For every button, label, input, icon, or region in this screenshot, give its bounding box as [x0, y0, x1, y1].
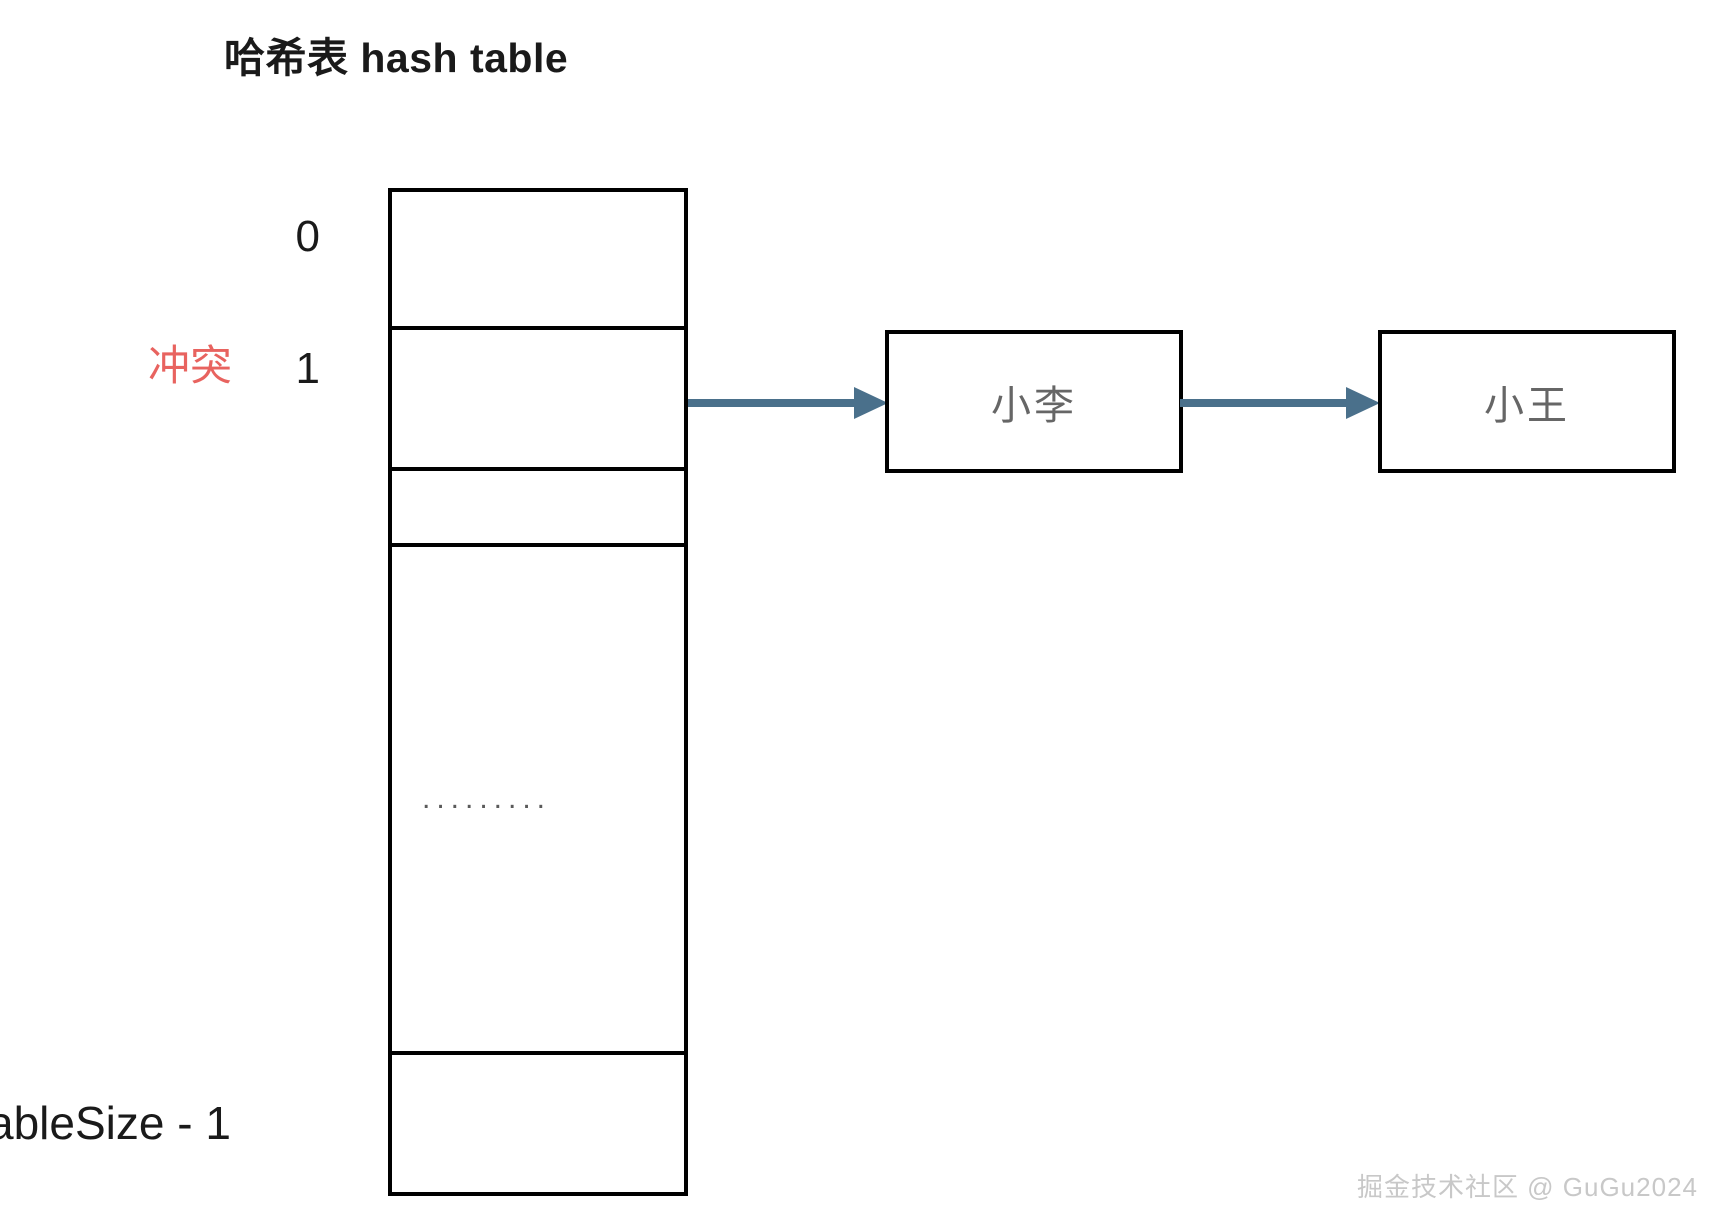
chain-node-1-label: 小王 [1484, 383, 1570, 428]
bucket-index-label-last: ableSize - 1 [0, 1097, 231, 1149]
bucket-cell-0[interactable] [392, 192, 684, 330]
chain-node-0[interactable]: 小李 [885, 330, 1183, 473]
chain-node-1[interactable]: 小王 [1378, 330, 1676, 473]
bucket-cell-last[interactable] [392, 1055, 684, 1192]
bucket-cell-2[interactable] [392, 471, 684, 547]
hash-table-column: ......... [388, 188, 688, 1196]
page-title: 哈希表 hash table [224, 35, 569, 81]
collision-annotation: 冲突 [148, 342, 233, 389]
arrow-bucket-to-node-0 [688, 383, 888, 423]
ellipsis-dots: ......... [422, 782, 552, 815]
bucket-index-label-0: 0 [295, 212, 320, 261]
arrow-node-0-to-node-1 [1180, 383, 1380, 423]
bucket-cell-ellipsis[interactable]: ......... [392, 547, 684, 1055]
bucket-index-label-1: 1 [295, 344, 320, 393]
watermark: 掘金技术社区 @ GuGu2024 [1356, 1172, 1698, 1202]
bucket-cell-1[interactable] [392, 330, 684, 471]
chain-node-0-label: 小李 [991, 383, 1077, 428]
